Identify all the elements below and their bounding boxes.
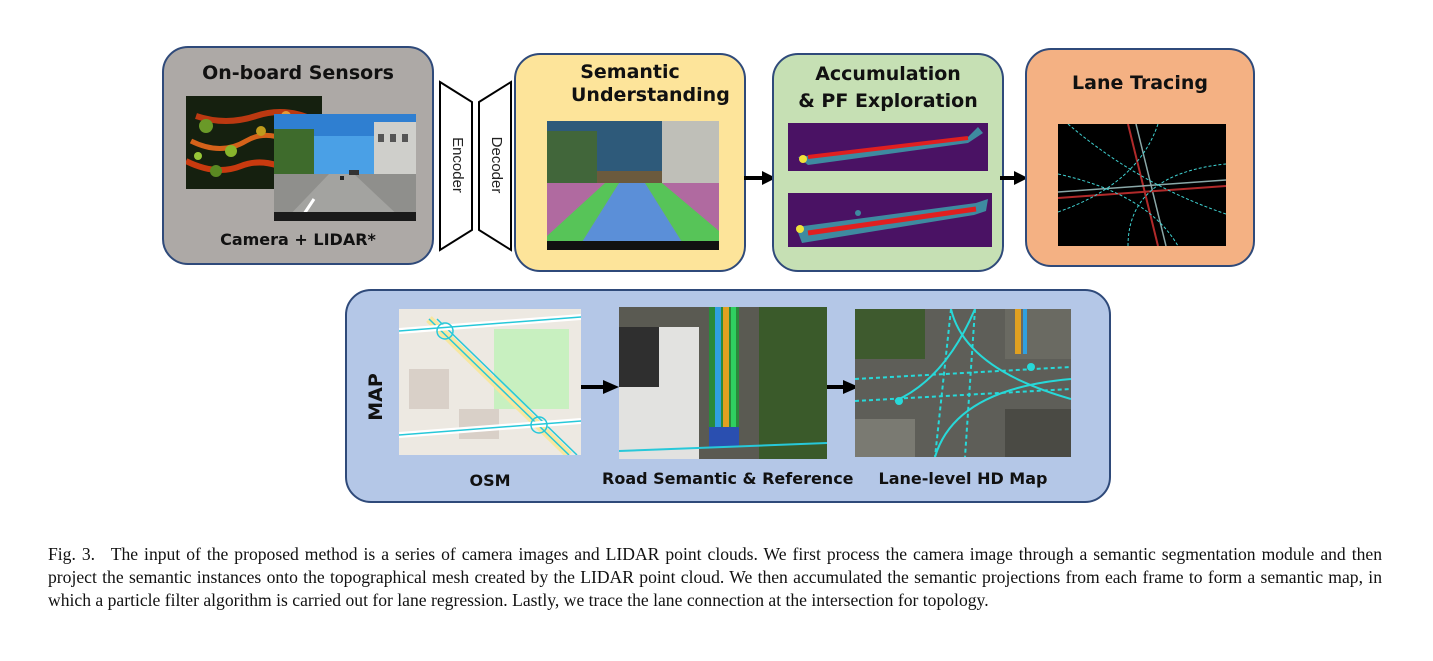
arrow-osm-to-road [581, 380, 619, 394]
osm-caption: OSM [469, 471, 511, 490]
lane-tracing-image [1058, 124, 1226, 246]
encoder-shape [439, 80, 473, 252]
road-semantic-caption: Road Semantic & Reference [602, 469, 854, 488]
accumulation-image-2 [788, 193, 992, 247]
figure-number: Fig. 3. [48, 544, 96, 564]
accumulation-title-line1: Accumulation [815, 63, 961, 85]
accumulation-box: Accumulation & PF Exploration [772, 53, 1004, 272]
road-semantic-image [619, 307, 827, 459]
sensors-title: On-board Sensors [202, 62, 394, 84]
arrow-to-lane-tracing [1000, 171, 1028, 185]
osm-image [399, 309, 581, 455]
sensors-box: On-board Sensors [162, 46, 434, 265]
map-box: MAP OSM [345, 289, 1111, 503]
hd-map-image [855, 309, 1071, 457]
accumulation-title-line2: & PF Exploration [798, 90, 978, 112]
accumulation-image-1 [788, 123, 988, 171]
encoder-label: Encoder [449, 137, 466, 193]
figure-text: The input of the proposed method is a se… [48, 544, 1382, 610]
decoder-label: Decoder [488, 136, 505, 194]
arrow-to-accumulation [744, 171, 776, 185]
sensors-caption: Camera + LIDAR* [220, 230, 376, 249]
lane-tracing-box: Lane Tracing [1025, 48, 1255, 267]
segmentation-image [547, 121, 719, 250]
figure-caption: Fig. 3. The input of the proposed method… [48, 543, 1382, 612]
hd-map-caption: Lane-level HD Map [878, 469, 1048, 488]
lane-tracing-title: Lane Tracing [1072, 72, 1208, 94]
camera-image [274, 114, 416, 221]
decoder-shape [478, 80, 512, 252]
map-label: MAP [365, 373, 387, 421]
semantic-title: Semantic Understanding [571, 61, 730, 106]
semantic-box: Semantic Understanding [514, 53, 746, 272]
arrow-road-to-hd [827, 380, 859, 394]
